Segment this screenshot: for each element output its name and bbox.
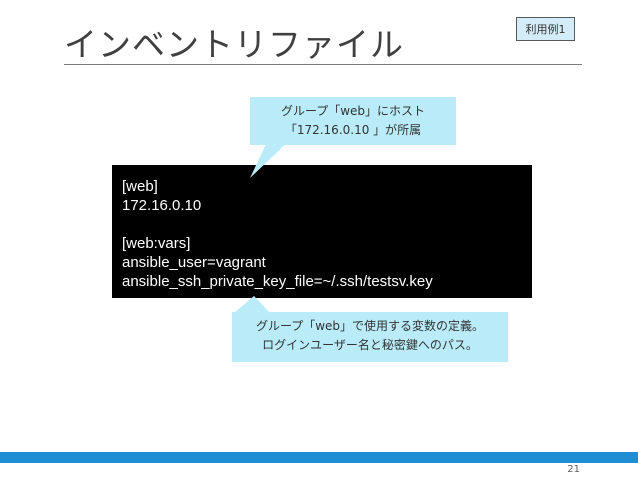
code-line-ssh-key: ansible_ssh_private_key_file=~/.ssh/test… — [122, 273, 433, 290]
code-line-ansible-user: ansible_user=vagrant — [122, 254, 266, 271]
top-callout-pointer — [250, 140, 290, 178]
callout-vars-line2: ログインユーザー名と秘密鍵へのパス。 — [262, 338, 478, 352]
usage-example-badge: 利用例1 — [516, 17, 575, 41]
inventory-code-block: [web] 172.16.0.10 [web:vars] ansible_use… — [112, 165, 532, 298]
callout-vars-line1: グループ「web」で使用する変数の定義。 — [255, 319, 485, 333]
callout-host-line2: 「172.16.0.10 」が所属 — [284, 123, 422, 137]
callout-host-membership: グループ「web」にホスト 「172.16.0.10 」が所属 — [250, 97, 456, 145]
code-line-blank — [122, 215, 522, 234]
callout-host-line1: グループ「web」にホスト — [280, 104, 426, 118]
slide-title: インベントリファイル — [64, 25, 404, 64]
footer-accent-band — [0, 452, 638, 463]
title-divider — [64, 64, 582, 65]
bottom-callout-pointer — [234, 296, 270, 313]
page-number: 21 — [567, 464, 580, 475]
code-line-group-web: [web] — [122, 178, 158, 195]
callout-group-vars: グループ「web」で使用する変数の定義。 ログインユーザー名と秘密鍵へのパス。 — [232, 312, 508, 362]
code-line-host-ip: 172.16.0.10 — [122, 197, 202, 214]
code-line-group-vars: [web:vars] — [122, 235, 191, 252]
